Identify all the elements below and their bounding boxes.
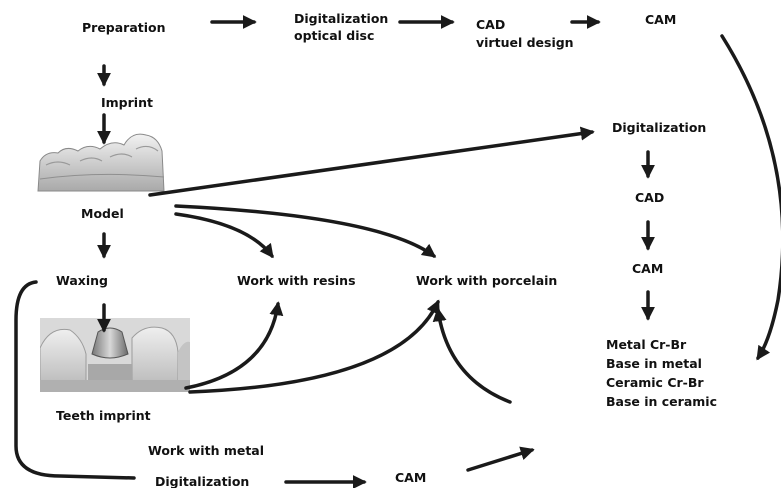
waxing-bracket-line [14, 280, 136, 480]
arrow-metal-to-porcelain [432, 307, 512, 404]
node-imprint: Imprint [101, 95, 153, 110]
node-preparation: Preparation [82, 20, 166, 35]
node-work-porcelain: Work with porcelain [416, 273, 558, 288]
node-model: Model [81, 206, 124, 221]
node-cad-virtual-line1: CAD [476, 17, 506, 32]
teeth-photo [40, 318, 190, 392]
node-cam-top: CAM [645, 12, 677, 27]
node-digitalization-right: Digitalization [612, 120, 707, 135]
node-digitalization-bottom: Digitalization [155, 474, 250, 488]
arrow-model-to-digitalization-right [148, 126, 595, 197]
arrow-teeth-to-porcelain [188, 299, 440, 394]
arrow-cam-bottom-to-results [466, 446, 535, 472]
result-ceramic-cr-br: Ceramic Cr-Br [606, 375, 704, 390]
node-cam-right: CAM [632, 261, 664, 276]
node-waxing: Waxing [56, 273, 108, 288]
arrow-model-to-porcelain [174, 204, 437, 258]
node-digitalization-optical-line1: Digitalization [294, 11, 389, 26]
result-metal-cr-br: Metal Cr-Br [606, 337, 687, 352]
node-teeth-imprint: Teeth imprint [56, 408, 151, 423]
result-base-in-metal: Base in metal [606, 356, 702, 371]
node-cad-right: CAD [635, 190, 665, 205]
node-cad-virtual-line2: virtuel design [476, 35, 574, 50]
node-work-metal: Work with metal [148, 443, 265, 458]
node-digitalization-optical-line2: optical disc [294, 28, 375, 43]
arrow-model-to-resins [174, 212, 274, 259]
node-work-resins: Work with resins [237, 273, 356, 288]
arrow-teeth-to-resins [184, 301, 284, 390]
node-cam-bottom: CAM [395, 470, 427, 485]
arrow-cam-to-results [720, 34, 781, 361]
result-base-in-ceramic: Base in ceramic [606, 394, 717, 409]
